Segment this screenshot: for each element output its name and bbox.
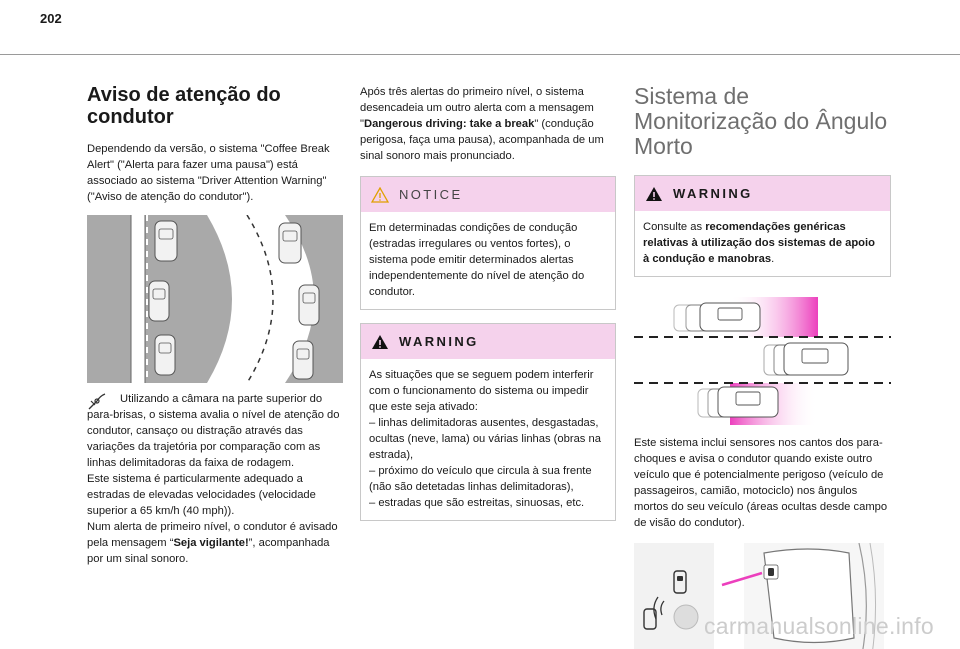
notice-label: NOTICE xyxy=(399,187,463,202)
warning-recommendation-text: Consulte as recomendações genéricas rela… xyxy=(643,221,875,265)
second-alert-message: Dangerous driving: take a break xyxy=(363,118,535,130)
suited-paragraph: Este sistema é particularmente adequado … xyxy=(87,473,316,517)
second-alert-paragraph: Após três alertas do primeiro nível, o s… xyxy=(360,86,604,162)
warning-intro: As situações que se seguem podem interfe… xyxy=(369,369,594,413)
page-number: 202 xyxy=(40,11,62,26)
warning-item: – próximo do veículo que circula à sua f… xyxy=(369,465,592,493)
blind-spot-description: Este sistema inclui sensores nos cantos … xyxy=(634,437,888,529)
warning-box-interference: WARNING As situações que se seguem podem… xyxy=(360,323,616,521)
notice-box: NOTICE Em determinadas condições de cond… xyxy=(360,176,616,310)
warning-box-recommendations: WARNING Consulte as recomendações genéri… xyxy=(634,175,891,277)
blind-spot-zones-illustration xyxy=(634,297,891,425)
intro-paragraph: Dependendo da versão, o sistema "Coffee … xyxy=(87,143,330,203)
warning-triangle-icon xyxy=(646,186,662,201)
warning-label: WARNING xyxy=(399,334,479,349)
warning-triangle-icon xyxy=(372,334,388,349)
camera-paragraph: Utilizando a câmara na parte superior do… xyxy=(87,393,340,469)
warning-label: WARNING xyxy=(673,186,753,201)
column-left: Aviso de atenção do condutor Dependendo … xyxy=(87,84,343,567)
mirror-indicator-illustration xyxy=(634,543,884,649)
notice-text: Em determinadas condições de condução (e… xyxy=(369,222,585,298)
first-alert-paragraph: Num alerta de primeiro nível, o condutor… xyxy=(87,521,338,565)
header-rule xyxy=(0,54,960,55)
watermark: carmanualsonline.info xyxy=(703,613,934,639)
column-right: Sistema de Monitorização do Ângulo Morto… xyxy=(634,84,891,649)
column-middle: Após três alertas do primeiro nível, o s… xyxy=(360,84,616,521)
camera-icon xyxy=(88,393,106,410)
warning-item: – estradas que são estreitas, sinuosas, … xyxy=(369,497,585,509)
section-title-driver-attention: Aviso de atenção do condutor xyxy=(87,84,281,128)
first-alert-message: Seja vigilante! xyxy=(173,537,249,549)
section-title-blind-spot: Sistema de Monitorização do Ângulo Morto xyxy=(634,83,888,159)
warning-item: – linhas delimitadoras ausentes, desgast… xyxy=(369,417,601,461)
lane-drift-illustration xyxy=(87,215,343,383)
notice-triangle-icon xyxy=(371,186,389,203)
